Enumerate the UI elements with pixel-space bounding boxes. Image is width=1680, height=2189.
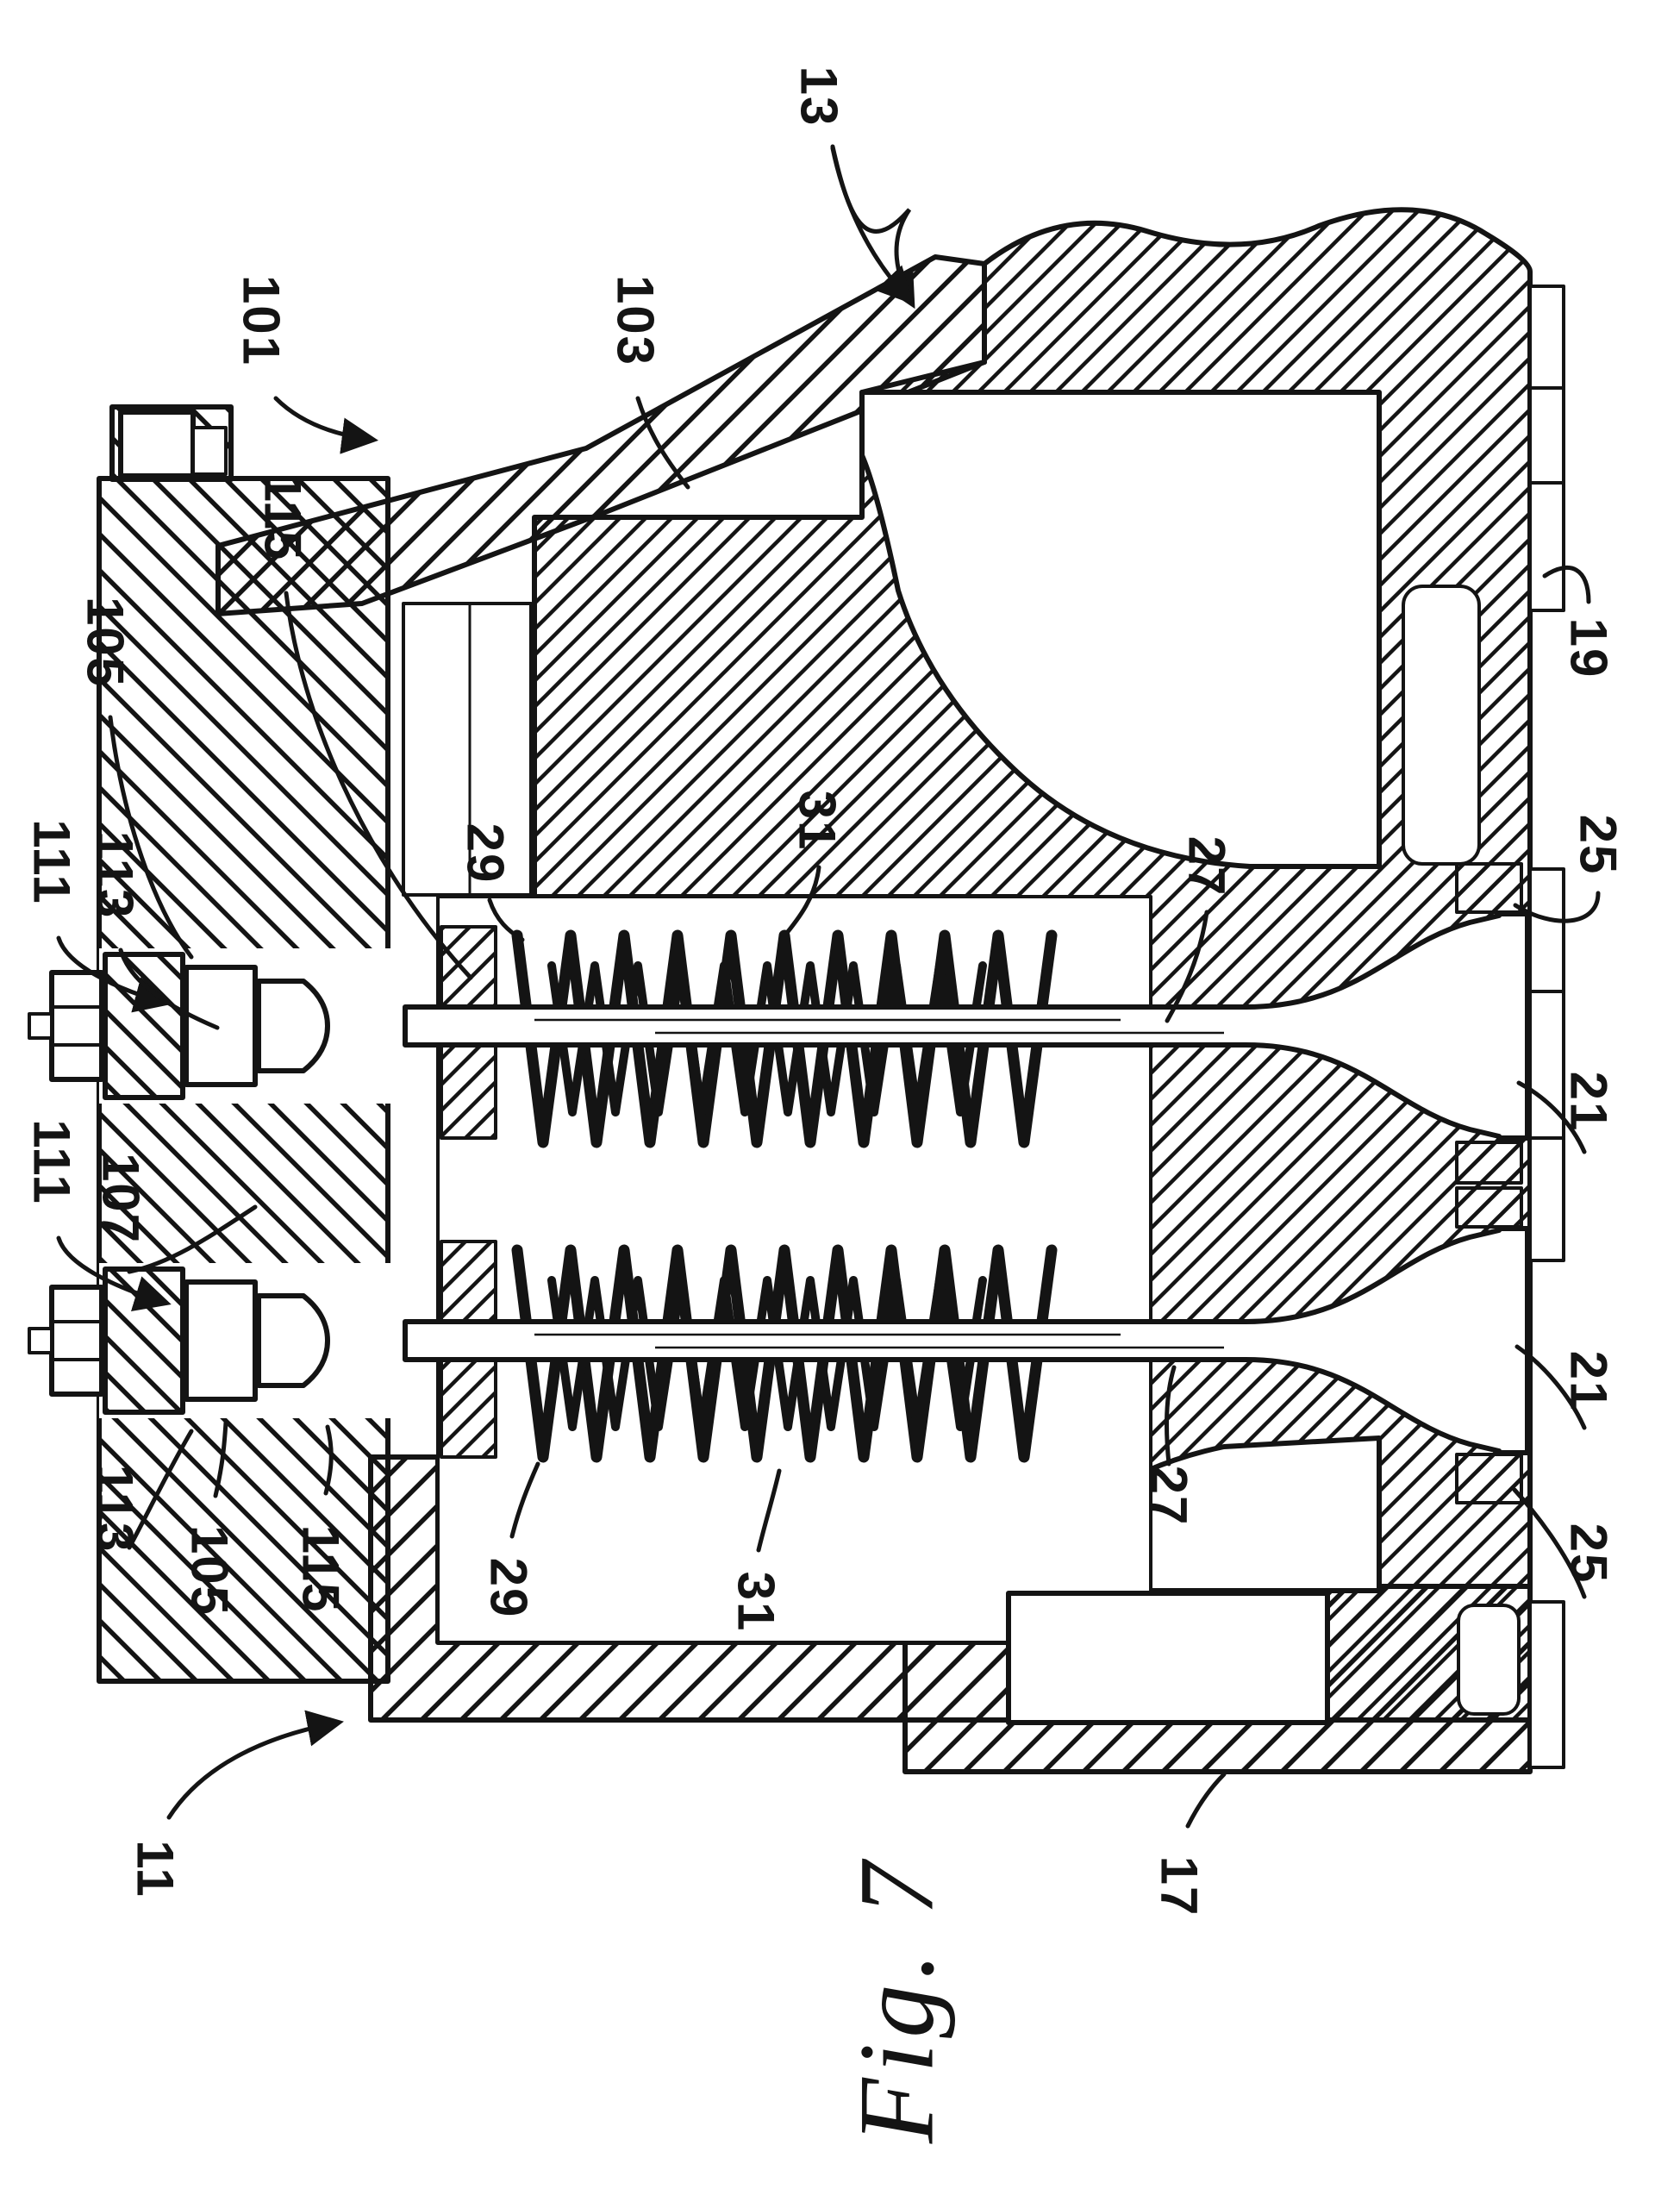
ref-label-13: 13 xyxy=(790,66,848,128)
valve-seat-insert xyxy=(1455,1141,1523,1185)
ref-label-115: 115 xyxy=(254,473,312,562)
leader-19 xyxy=(1542,565,1591,604)
leader-13 xyxy=(830,144,915,310)
ref-label-107: 107 xyxy=(92,1153,150,1244)
ref-label-21: 21 xyxy=(1560,1351,1618,1412)
ref-label-29: 29 xyxy=(480,1558,538,1619)
leader-111a xyxy=(56,935,172,1013)
cover-bolt-head xyxy=(118,410,196,478)
valve-upper xyxy=(403,911,1530,1141)
ref-label-17: 17 xyxy=(1151,1856,1208,1917)
ref-label-105: 105 xyxy=(181,1525,239,1617)
tappet-cylinder-lower xyxy=(184,1279,258,1402)
valve-seat-insert xyxy=(1455,862,1523,914)
ref-label-19: 19 xyxy=(1560,618,1618,679)
ref-label-111: 111 xyxy=(23,1119,81,1205)
leader-113b xyxy=(127,1429,194,1550)
gasket-strip-bottom xyxy=(1528,1600,1565,1769)
leader-21b xyxy=(1514,1344,1587,1430)
ref-label-27: 27 xyxy=(1178,836,1236,897)
valve-spring-inner-lower xyxy=(547,1276,987,1431)
leader-31a xyxy=(780,865,821,941)
gasket-strip-mid xyxy=(1528,867,1565,1262)
reference-labels: 13 101 103 115 105 111 113 111 107 29 31… xyxy=(23,66,1627,2144)
leader-107 xyxy=(127,1204,258,1274)
ref-label-103: 103 xyxy=(607,275,665,366)
adjuster-bolt-tip-upper xyxy=(28,1012,53,1040)
leader-17 xyxy=(1185,1772,1227,1829)
follower-cup-upper xyxy=(256,979,330,1073)
leader-101 xyxy=(273,396,379,454)
tappet-plug-lower-hatch xyxy=(103,1266,185,1415)
ref-label-31: 31 xyxy=(789,791,846,852)
ref-label-105: 105 xyxy=(77,597,134,688)
valve-guide-slot xyxy=(1402,585,1481,866)
follower-cup-lower xyxy=(256,1293,330,1388)
ref-label-27: 27 xyxy=(1140,1466,1198,1527)
follower-pocket xyxy=(402,602,533,897)
valve-lower xyxy=(403,1226,1530,1455)
leader-105a xyxy=(108,715,194,960)
ref-label-25: 25 xyxy=(1570,815,1627,876)
leader-31b xyxy=(756,1468,782,1553)
leader-29b xyxy=(509,1461,540,1539)
ref-label-115: 115 xyxy=(292,1525,350,1614)
leader-25b xyxy=(1512,1487,1587,1599)
ref-label-111: 111 xyxy=(23,819,81,905)
leader-105b xyxy=(213,1420,228,1498)
leader-11 xyxy=(166,1710,344,1820)
leader-27a xyxy=(1165,910,1209,1023)
tappet-plug-upper-hatch xyxy=(103,952,185,1100)
ref-label-101: 101 xyxy=(233,275,290,366)
tappet-cylinder-upper xyxy=(184,965,258,1087)
leader-27b xyxy=(1165,1365,1177,1467)
ref-label-11: 11 xyxy=(127,1840,184,1898)
leader-115b xyxy=(323,1424,334,1496)
leader-103 xyxy=(635,396,690,490)
valve-spring-inner-upper xyxy=(547,961,987,1116)
leader-13b xyxy=(830,146,914,305)
leader-111b xyxy=(56,1235,172,1312)
adjuster-bolt-upper xyxy=(49,970,104,1082)
ref-label-113: 113 xyxy=(86,1465,144,1554)
ref-label-25: 25 xyxy=(1560,1523,1618,1585)
leader-113a xyxy=(118,948,220,1030)
leader-29a xyxy=(487,897,525,942)
lower-square-chamber xyxy=(1006,1591,1330,1725)
adjuster-bolt-lower xyxy=(49,1285,104,1397)
valve-seat-insert xyxy=(1455,1186,1523,1229)
leader-115a xyxy=(284,591,473,980)
valves xyxy=(403,911,1530,1455)
adjuster-bolt-tip-lower xyxy=(28,1327,53,1354)
leader-21a xyxy=(1516,1080,1587,1154)
ref-label-31: 31 xyxy=(728,1572,785,1633)
valve-seat-insert xyxy=(1455,1453,1523,1504)
upper-port xyxy=(859,390,1382,869)
lower-coolant-slot xyxy=(1457,1604,1521,1716)
cover-bolt-washer xyxy=(191,426,228,476)
gasket-strip-top xyxy=(1528,285,1565,612)
ref-label-21: 21 xyxy=(1560,1072,1618,1133)
leader-25a xyxy=(1513,891,1601,923)
leader-lines xyxy=(56,144,1601,1829)
ref-label-113: 113 xyxy=(86,831,144,920)
ref-label-29: 29 xyxy=(457,823,515,885)
figure-caption: Fig. 7 xyxy=(838,1857,956,2144)
